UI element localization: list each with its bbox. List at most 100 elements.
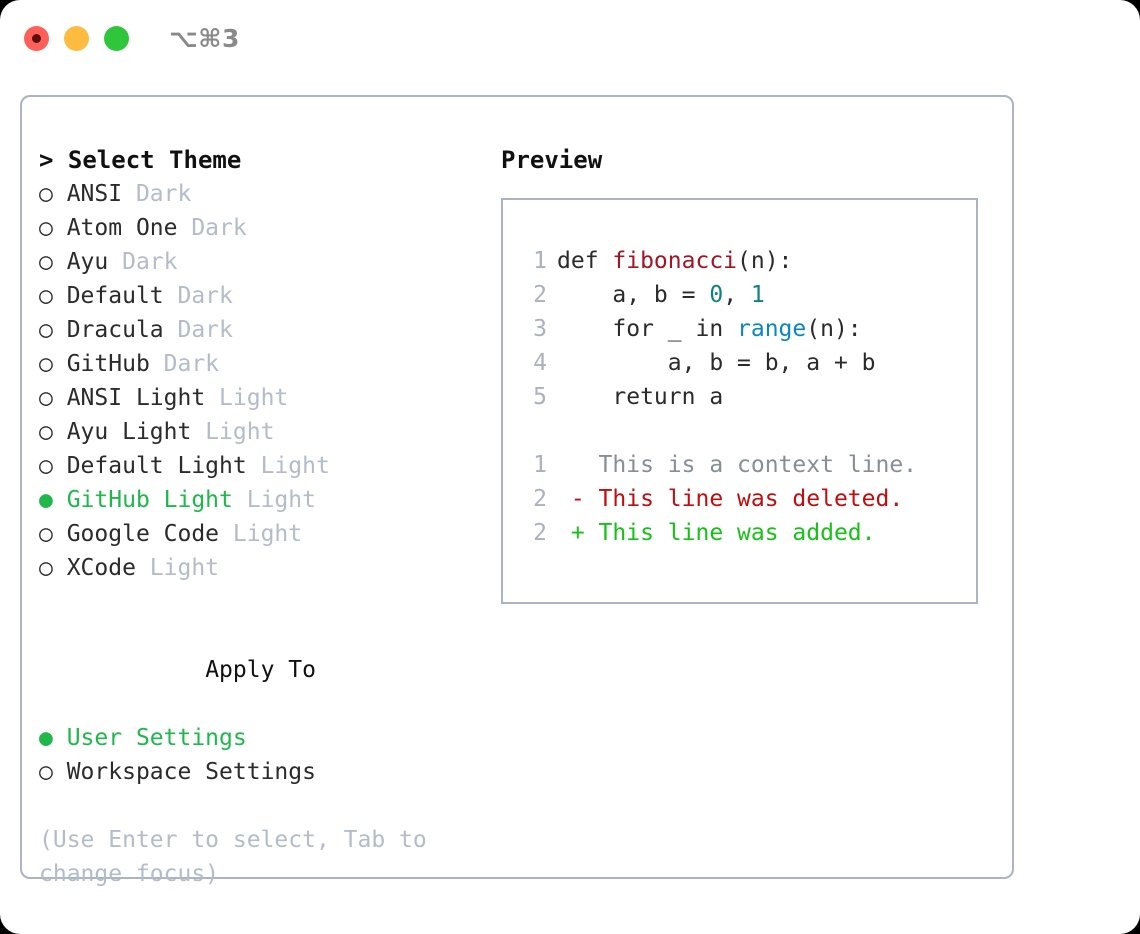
code-diff-gap xyxy=(525,414,976,448)
theme-option-label: Dracula xyxy=(66,317,178,343)
keyboard-hint: (Use Enter to select, Tab to change focu… xyxy=(39,827,427,887)
diff-line-add: 2 + This line was added. xyxy=(525,516,976,550)
diff-text: This is a context line. xyxy=(557,452,918,478)
close-button[interactable] xyxy=(24,25,49,51)
theme-picker-panel: > Select Theme ○ ANSI Dark○ Atom One Dar… xyxy=(39,143,501,891)
theme-option-ayu[interactable]: ○ Ayu Dark xyxy=(39,245,501,279)
hint-spacer xyxy=(39,789,501,823)
theme-option-badge: Light xyxy=(205,419,275,445)
line-number: 1 xyxy=(533,248,547,274)
theme-option-dracula[interactable]: ○ Dracula Dark xyxy=(39,313,501,347)
diff-line-del: 2 - This line was deleted. xyxy=(525,482,976,516)
code-line: 3 for _ in range(n): xyxy=(525,312,976,346)
theme-option-label: Ayu xyxy=(66,249,123,275)
code-token: , xyxy=(723,282,751,308)
maximize-button[interactable] xyxy=(104,25,129,51)
apply-to-option-label: Workspace Settings xyxy=(66,759,316,785)
theme-option-label: Google Code xyxy=(66,521,233,547)
diff-text: - This line was deleted. xyxy=(557,486,904,512)
radio-unselected-icon: ○ xyxy=(39,759,67,785)
apply-to-list[interactable]: ● User Settings○ Workspace Settings xyxy=(39,721,501,789)
code-token: (n): xyxy=(737,248,793,274)
theme-option-label: GitHub Light xyxy=(66,487,247,513)
theme-option-badge: Dark xyxy=(177,317,233,343)
code-token: def xyxy=(557,248,613,274)
radio-unselected-icon: ○ xyxy=(39,453,67,479)
theme-option-ayu-light[interactable]: ○ Ayu Light Light xyxy=(39,415,501,449)
code-token: range xyxy=(737,316,807,342)
apply-to-option-workspace-settings[interactable]: ○ Workspace Settings xyxy=(39,755,501,789)
theme-option-badge: Dark xyxy=(163,351,220,377)
radio-selected-icon: ● xyxy=(39,487,67,513)
window-controls xyxy=(24,25,129,51)
theme-option-label: Ayu Light xyxy=(66,419,206,445)
line-number: 3 xyxy=(533,316,547,342)
theme-option-label: XCode xyxy=(66,555,150,581)
theme-option-google-code[interactable]: ○ Google Code Light xyxy=(39,517,501,551)
theme-option-badge: Light xyxy=(246,487,316,513)
theme-option-label: Default xyxy=(66,283,178,309)
radio-unselected-icon: ○ xyxy=(39,249,67,275)
theme-option-label: Default Light xyxy=(66,453,261,479)
line-number: 2 xyxy=(533,282,547,308)
code-line: 2 a, b = 0, 1 xyxy=(525,278,976,312)
theme-option-xcode[interactable]: ○ XCode Light xyxy=(39,551,501,585)
theme-option-default[interactable]: ○ Default Dark xyxy=(39,279,501,313)
line-number: 5 xyxy=(533,384,547,410)
page-title: > Select Theme xyxy=(39,146,242,174)
diff-sample: 1 This is a context line.2 - This line w… xyxy=(525,448,976,550)
list-spacer xyxy=(39,585,501,619)
radio-unselected-icon: ○ xyxy=(39,317,67,343)
theme-option-label: Atom One xyxy=(66,215,192,241)
code-line: 5 return a xyxy=(525,380,976,414)
preview-title: Preview xyxy=(501,146,603,174)
diff-text: + This line was added. xyxy=(557,520,876,546)
theme-option-label: GitHub xyxy=(66,351,164,377)
code-token: return a xyxy=(557,384,724,410)
radio-unselected-icon: ○ xyxy=(39,181,67,207)
code-token: a, b = b, a + b xyxy=(557,350,876,376)
code-token: for _ in xyxy=(557,316,738,342)
theme-option-badge: Light xyxy=(260,453,330,479)
line-number: 4 xyxy=(533,350,547,376)
theme-option-atom-one[interactable]: ○ Atom One Dark xyxy=(39,211,501,245)
apply-to-option-label: User Settings xyxy=(66,725,247,751)
keyboard-shortcut-label: ⌥⌘3 xyxy=(169,23,240,53)
radio-unselected-icon: ○ xyxy=(39,555,67,581)
line-number: 2 xyxy=(533,520,547,546)
apply-to-label: Apply To xyxy=(205,657,316,683)
title-bar: ⌥⌘3 xyxy=(0,0,1140,76)
line-number: 1 xyxy=(533,452,547,478)
theme-list[interactable]: ○ ANSI Dark○ Atom One Dark○ Ayu Dark○ De… xyxy=(39,177,501,585)
code-token: 1 xyxy=(750,282,765,308)
theme-option-default-light[interactable]: ○ Default Light Light xyxy=(39,449,501,483)
theme-option-label: ANSI xyxy=(66,181,136,207)
code-token: a, b = xyxy=(557,282,710,308)
diff-line-ctx: 1 This is a context line. xyxy=(525,448,976,482)
theme-option-badge: Dark xyxy=(135,181,192,207)
radio-unselected-icon: ○ xyxy=(39,419,67,445)
minimize-button[interactable] xyxy=(64,25,89,51)
content-frame: > Select Theme ○ ANSI Dark○ Atom One Dar… xyxy=(20,95,1014,887)
radio-selected-icon: ● xyxy=(39,725,67,751)
radio-unselected-icon: ○ xyxy=(39,351,67,377)
apply-to-title: Apply To xyxy=(39,619,501,721)
theme-option-ansi[interactable]: ○ ANSI Dark xyxy=(39,177,501,211)
radio-unselected-icon: ○ xyxy=(39,215,67,241)
theme-option-badge: Light xyxy=(149,555,220,581)
theme-option-ansi-light[interactable]: ○ ANSI Light Light xyxy=(39,381,501,415)
theme-option-badge: Dark xyxy=(191,215,247,241)
code-token: fibonacci xyxy=(612,248,738,274)
theme-option-github[interactable]: ○ GitHub Dark xyxy=(39,347,501,381)
line-number: 2 xyxy=(533,486,547,512)
radio-unselected-icon: ○ xyxy=(39,521,67,547)
radio-unselected-icon: ○ xyxy=(39,385,67,411)
apply-to-option-user-settings[interactable]: ● User Settings xyxy=(39,721,501,755)
code-line: 1 def fibonacci(n): xyxy=(525,244,976,278)
theme-option-badge: Light xyxy=(232,521,303,547)
theme-option-github-light[interactable]: ● GitHub Light Light xyxy=(39,483,501,517)
